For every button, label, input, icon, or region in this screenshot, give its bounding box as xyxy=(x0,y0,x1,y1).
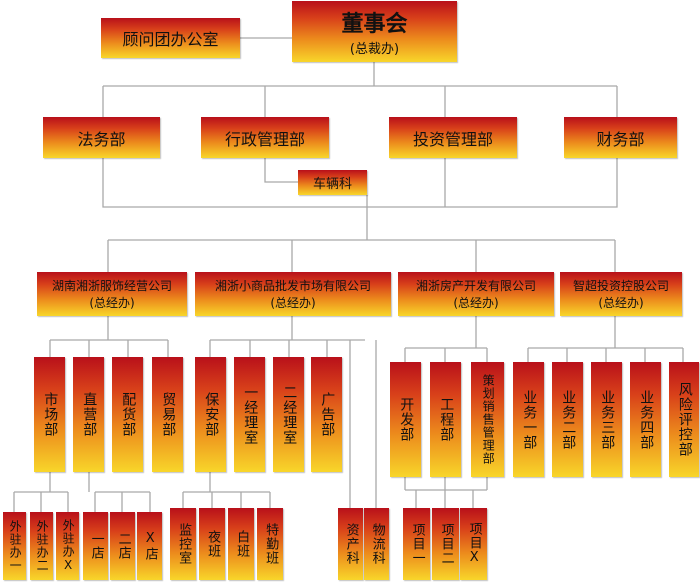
company-box: 智超投资控股公司 (总经办) xyxy=(560,272,682,316)
sub-dept-label: 二经理室 xyxy=(281,384,298,445)
company-name: 智超投资控股公司 xyxy=(572,279,669,293)
sub-dept-box: 策划销售管理部 xyxy=(471,362,504,477)
sub-dept-box: 配货部 xyxy=(112,357,143,472)
sub-dept-label: 业务三部 xyxy=(599,389,616,450)
legal-dept-label: 法务部 xyxy=(77,129,126,149)
unit-label: X店 xyxy=(142,531,158,561)
company-box: 湘浙小商品批发市场有限公司 (总经办) xyxy=(195,272,391,316)
unit-label: 夜班 xyxy=(205,530,221,558)
sub-dept-box: 业务一部 xyxy=(513,362,544,477)
board-box: 董事会 (总裁办) xyxy=(292,1,457,62)
finance-dept-label: 财务部 xyxy=(596,129,645,149)
sub-dept-label: 贸易部 xyxy=(160,392,177,437)
sub-dept-box: 风险评控部 xyxy=(669,362,699,477)
unit-box: 外驻办二 xyxy=(30,512,53,580)
unit-label: 一店 xyxy=(88,532,104,560)
unit-box: 项目X xyxy=(460,508,487,580)
unit-box: 二店 xyxy=(110,512,135,580)
legal-dept-box: 法务部 xyxy=(43,117,160,158)
unit-label: 项目一 xyxy=(409,523,425,565)
unit-label: 监控室 xyxy=(176,523,192,565)
unit-box: 资产科 xyxy=(338,508,363,580)
company-name: 湖南湘浙服饰经营公司 xyxy=(51,279,172,293)
unit-label: 二店 xyxy=(115,532,131,560)
investment-dept-box: 投资管理部 xyxy=(389,117,517,158)
unit-box: 一店 xyxy=(83,512,108,580)
company-office: (总经办) xyxy=(270,296,316,310)
advisory-office-box: 顾问团办公室 xyxy=(101,18,240,58)
sub-dept-label: 业务四部 xyxy=(638,389,655,450)
sub-dept-label: 保安部 xyxy=(203,392,220,437)
unit-box: 监控室 xyxy=(170,508,196,580)
unit-label: 项目二 xyxy=(438,523,454,565)
sub-dept-box: 业务三部 xyxy=(591,362,622,477)
sub-dept-label: 市场部 xyxy=(42,392,59,437)
sub-dept-box: 二经理室 xyxy=(273,357,304,472)
company-name: 湘浙小商品批发市场有限公司 xyxy=(214,279,371,293)
unit-box: 外驻办X xyxy=(56,512,79,580)
finance-dept-box: 财务部 xyxy=(564,117,677,158)
advisory-office-label: 顾问团办公室 xyxy=(122,30,219,49)
sub-dept-label: 一经理室 xyxy=(242,384,259,445)
admin-dept-label: 行政管理部 xyxy=(224,129,305,149)
sub-dept-label: 开发部 xyxy=(398,397,415,442)
sub-dept-box: 业务二部 xyxy=(552,362,583,477)
vehicle-section-box: 车辆科 xyxy=(298,170,367,195)
sub-dept-label: 策划销售管理部 xyxy=(481,374,496,465)
sub-dept-box: 一经理室 xyxy=(234,357,265,472)
sub-dept-box: 保安部 xyxy=(195,357,226,472)
company-box: 湘浙房产开发有限公司 (总经办) xyxy=(398,272,554,316)
sub-dept-label: 业务一部 xyxy=(521,389,538,450)
unit-box: 外驻办一 xyxy=(3,512,26,580)
sub-dept-label: 工程部 xyxy=(438,397,455,442)
unit-box: 物流科 xyxy=(364,508,389,580)
company-box: 湖南湘浙服饰经营公司 (总经办) xyxy=(37,272,187,316)
sub-dept-box: 市场部 xyxy=(34,357,65,472)
unit-box: 项目一 xyxy=(403,508,430,580)
sub-dept-box: 直营部 xyxy=(73,357,104,472)
company-office: (总经办) xyxy=(598,296,644,310)
sub-dept-label: 直营部 xyxy=(81,392,98,437)
company-office: (总经办) xyxy=(89,296,135,310)
company-office: (总经办) xyxy=(453,296,499,310)
unit-label: 外驻办X xyxy=(61,519,76,573)
unit-label: 资产科 xyxy=(343,523,359,565)
unit-label: 项目X xyxy=(466,522,482,566)
sub-dept-label: 风险评控部 xyxy=(676,382,693,457)
sub-dept-box: 贸易部 xyxy=(152,357,183,472)
sub-dept-label: 广告部 xyxy=(319,392,336,437)
unit-box: 夜班 xyxy=(199,508,225,580)
unit-label: 物流科 xyxy=(369,523,385,565)
vehicle-section-label: 车辆科 xyxy=(312,177,352,192)
sub-dept-box: 开发部 xyxy=(390,362,421,477)
board-title: 董事会 xyxy=(341,12,408,37)
admin-dept-box: 行政管理部 xyxy=(201,117,329,158)
unit-box: 白班 xyxy=(228,508,254,580)
sub-dept-label: 业务二部 xyxy=(560,389,577,450)
unit-box: 项目二 xyxy=(432,508,459,580)
investment-dept-label: 投资管理部 xyxy=(412,129,493,149)
sub-dept-box: 业务四部 xyxy=(630,362,661,477)
unit-label: 白班 xyxy=(234,530,250,558)
unit-label: 特勤班 xyxy=(263,523,279,565)
unit-box: 特勤班 xyxy=(257,508,283,580)
sub-dept-box: 工程部 xyxy=(430,362,461,477)
unit-box: X店 xyxy=(137,512,162,580)
unit-label: 外驻办一 xyxy=(8,520,23,572)
sub-dept-label: 配货部 xyxy=(120,392,137,437)
unit-label: 外驻办二 xyxy=(35,520,50,572)
sub-dept-box: 广告部 xyxy=(311,357,342,472)
company-name: 湘浙房产开发有限公司 xyxy=(415,279,536,293)
board-subtitle: (总裁办) xyxy=(349,42,400,57)
